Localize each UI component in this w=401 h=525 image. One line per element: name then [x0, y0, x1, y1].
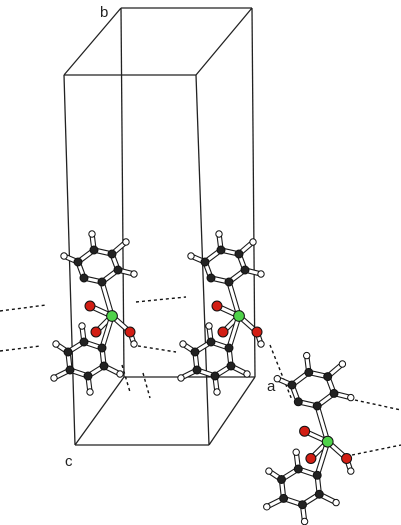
- atom-C: [97, 343, 107, 353]
- atom-O: [251, 326, 263, 338]
- atom-C: [206, 337, 216, 347]
- atom-H: [273, 375, 281, 383]
- atom-C: [107, 249, 117, 259]
- molecule-center: [177, 230, 265, 396]
- atom-H: [130, 340, 138, 348]
- atom-C: [293, 397, 303, 407]
- atom-H: [338, 360, 347, 368]
- atom-C: [224, 277, 234, 287]
- atom-C: [65, 365, 75, 375]
- atom-C: [240, 265, 250, 275]
- atom-C: [79, 337, 89, 347]
- molecule-right: [263, 351, 355, 525]
- atom-H: [179, 340, 187, 348]
- atom-H: [215, 230, 223, 238]
- unit-cell: [63, 7, 256, 446]
- atom-C: [224, 343, 234, 353]
- atom-P: [106, 310, 118, 322]
- atom-C: [329, 388, 339, 398]
- atom-C: [79, 273, 89, 283]
- atom-C: [293, 464, 303, 474]
- atom-O: [84, 300, 96, 312]
- atom-H: [52, 340, 60, 348]
- atom-C: [323, 372, 333, 382]
- atom-C: [89, 245, 99, 255]
- atom-C: [277, 475, 286, 484]
- atom-H: [347, 393, 355, 402]
- atom-H: [187, 252, 195, 260]
- atom-C: [192, 365, 202, 375]
- axis-label-b: b: [100, 4, 108, 21]
- axis-label-a: a: [267, 378, 276, 395]
- atom-C: [287, 380, 297, 390]
- atom-C: [312, 470, 322, 480]
- bond-highlight: [227, 280, 241, 318]
- atom-H: [265, 467, 273, 475]
- atom-H: [122, 238, 130, 246]
- atom-O: [217, 326, 229, 338]
- atom-H: [263, 503, 271, 511]
- atom-C: [304, 367, 314, 377]
- atom-C: [73, 257, 83, 267]
- atom-H: [243, 370, 251, 378]
- atom-H: [177, 374, 185, 382]
- atom-O: [124, 326, 136, 338]
- atom-C: [226, 361, 236, 371]
- atom-H: [292, 448, 300, 456]
- atom-C: [97, 277, 107, 287]
- atom-C: [279, 493, 289, 503]
- bond-highlight: [100, 280, 114, 318]
- atom-H: [332, 498, 340, 507]
- atom-H: [257, 270, 265, 278]
- atom-P: [233, 310, 245, 322]
- atom-H: [347, 467, 355, 475]
- atom-C: [113, 265, 123, 275]
- atom-C: [210, 371, 220, 381]
- atom-H: [88, 230, 96, 238]
- atom-O: [211, 300, 223, 312]
- atom-H: [86, 388, 94, 396]
- atom-H: [60, 252, 68, 260]
- atom-C: [216, 245, 226, 255]
- atom-C: [314, 489, 324, 499]
- atom-H: [213, 388, 221, 396]
- atom-C: [83, 371, 93, 381]
- atom-H: [130, 270, 138, 278]
- atom-O: [305, 453, 317, 464]
- atom-H: [205, 322, 213, 330]
- atom-P: [321, 435, 334, 448]
- molecule-left: [50, 230, 138, 396]
- hydrogen-bonds: [0, 296, 401, 456]
- atom-C: [234, 249, 244, 259]
- atom-O: [90, 326, 102, 338]
- atom-H: [249, 238, 257, 246]
- atom-C: [206, 273, 216, 283]
- atom-H: [50, 374, 58, 382]
- atom-C: [200, 257, 210, 267]
- atom-C: [298, 500, 307, 510]
- atom-H: [78, 322, 86, 330]
- atom-H: [116, 370, 124, 378]
- atom-O: [299, 425, 311, 437]
- atom-H: [300, 517, 309, 525]
- atom-C: [312, 401, 322, 411]
- axis-label-c: c: [65, 453, 73, 470]
- atom-C: [190, 347, 200, 357]
- molecules: [50, 230, 355, 525]
- bond-highlight: [315, 404, 330, 444]
- atom-H: [257, 340, 265, 348]
- atom-C: [63, 347, 73, 357]
- atom-C: [99, 361, 109, 371]
- atom-O: [341, 453, 353, 464]
- atom-H: [303, 351, 311, 360]
